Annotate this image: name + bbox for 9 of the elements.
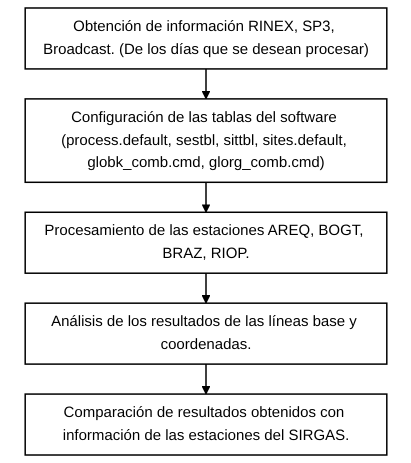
arrow [201,68,210,100]
node-box: Procesamiento de las estaciones AREQ, BOGT, BRAZ, RIOP. [24,212,388,274]
node-box: Análisis de los resultados de las líneas base y coordenadas. [24,302,388,365]
node-box: Obtención de información RINEX, SP3, Broadcast. (De los días que se desean procesar) [24,7,388,70]
arrow [201,182,210,213]
arrow [201,273,210,304]
node-box: Configuración de las tablas del software (process.default, sestbl, sittbl, sites.default, globk_comb.cmd, glorg_comb.cmd) [24,98,388,184]
arrow [201,364,210,394]
node-box: Comparación de resultados obtenidos con información de las estaciones del SIRGAS. [24,393,388,456]
